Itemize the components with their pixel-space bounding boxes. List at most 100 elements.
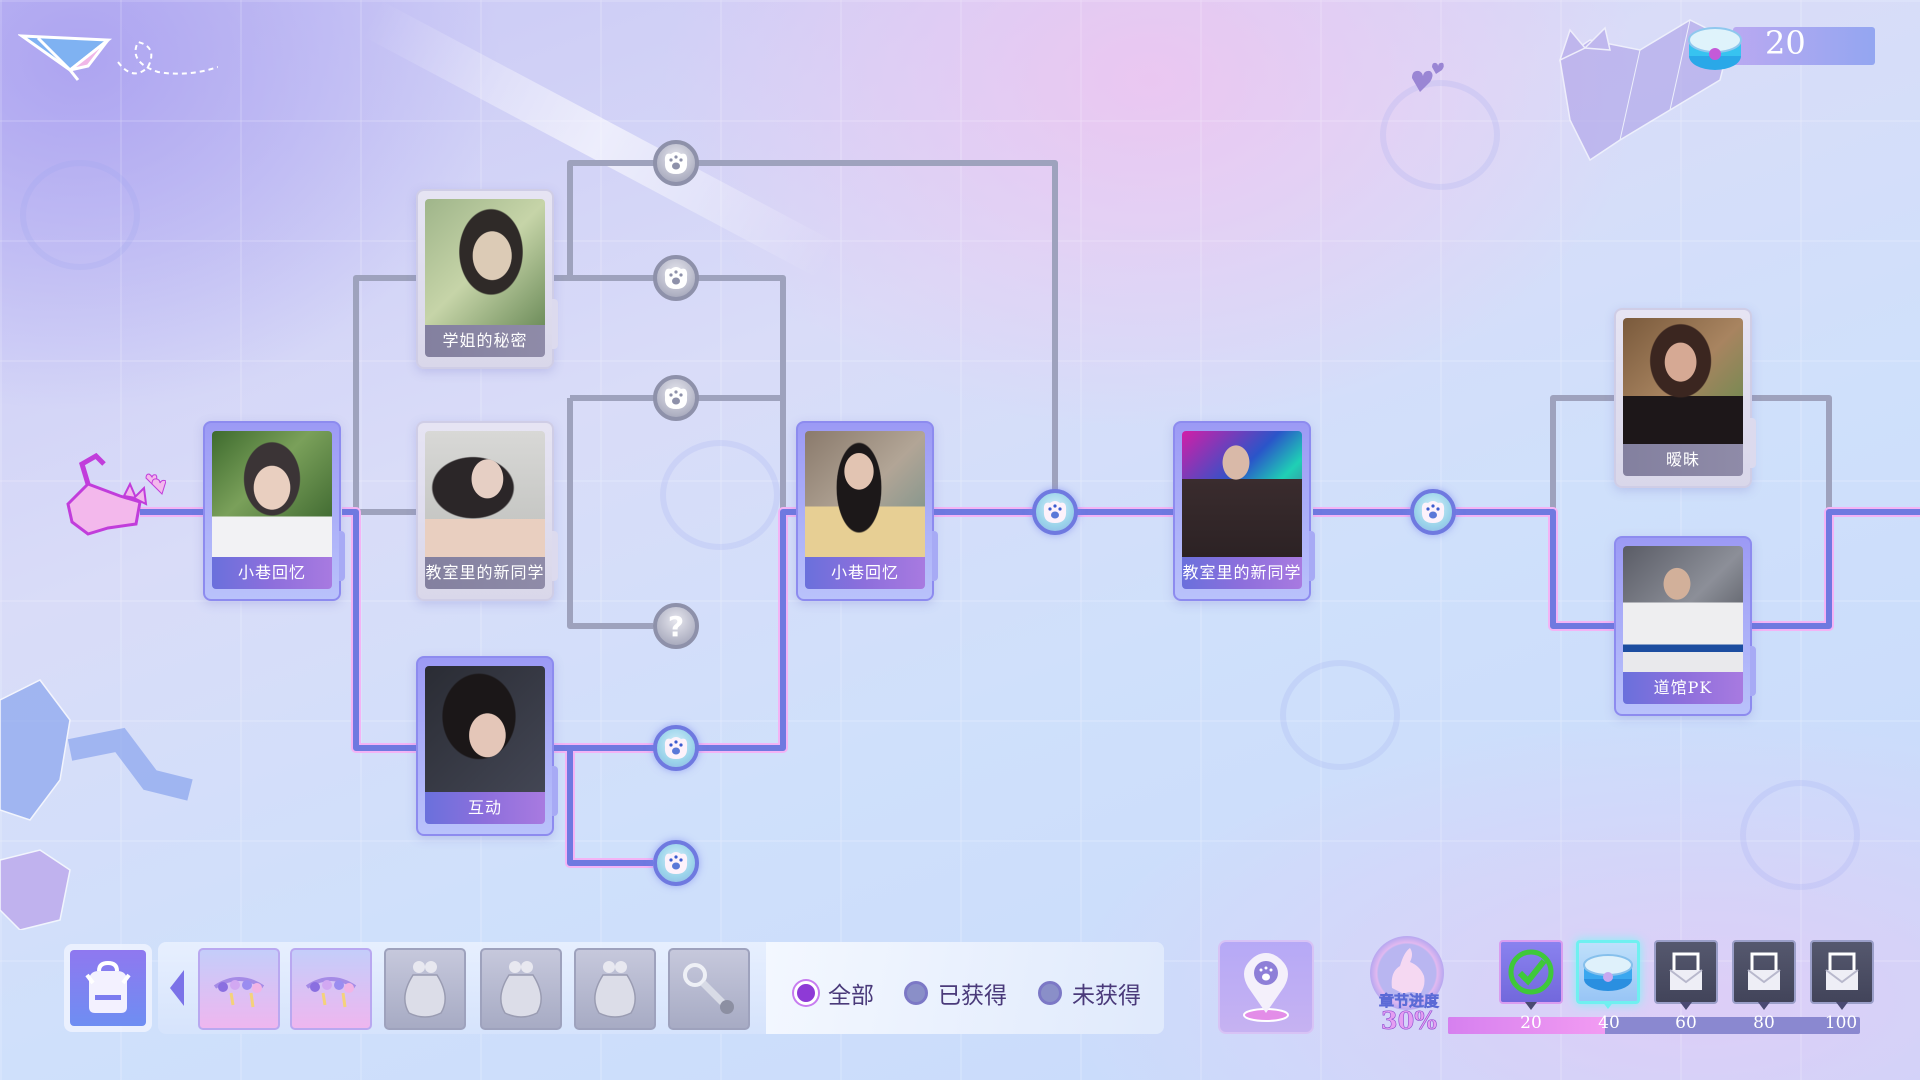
story-card-photo bbox=[805, 431, 925, 557]
radio-dot bbox=[794, 981, 818, 1005]
milestone-reward-20[interactable] bbox=[1499, 940, 1563, 1004]
lock-icon bbox=[1669, 952, 1703, 990]
filter-all-radio[interactable]: 全部 bbox=[794, 976, 874, 1010]
microphone-icon bbox=[683, 963, 734, 1014]
paw-icon bbox=[664, 152, 688, 174]
chapter-progress-bar bbox=[1448, 1017, 1860, 1034]
story-node-locked[interactable] bbox=[653, 140, 699, 186]
cat-food-can-icon bbox=[1583, 954, 1633, 991]
card-tab bbox=[1750, 646, 1756, 696]
card-tab bbox=[552, 766, 558, 816]
milestone-reward-80[interactable] bbox=[1732, 940, 1796, 1004]
lock-icon bbox=[1747, 952, 1781, 990]
milestone-tick-label: 20 bbox=[1520, 1013, 1542, 1033]
story-card-title: 互动 bbox=[425, 792, 545, 824]
paw-icon bbox=[1043, 501, 1067, 523]
currency-value: 20 bbox=[1765, 24, 1806, 62]
chapter-cat-ring-icon bbox=[1370, 936, 1444, 1010]
filter-label: 未获得 bbox=[1072, 983, 1141, 1009]
card-tab bbox=[932, 531, 938, 581]
paw-icon bbox=[664, 387, 688, 409]
story-card-photo bbox=[212, 431, 332, 557]
filter-label: 已获得 bbox=[938, 983, 1007, 1009]
story-card-new-classmate-2[interactable]: 教室里的新同学 bbox=[1173, 421, 1315, 601]
bracelet-icon bbox=[305, 977, 357, 1008]
bracelet-icon bbox=[213, 977, 265, 1008]
story-card-title: 学姐的秘密 bbox=[425, 325, 545, 357]
story-card-title: 教室里的新同学 bbox=[425, 557, 545, 589]
inventory-item-charm-bracelet[interactable] bbox=[198, 948, 280, 1030]
paw-location-pin-icon bbox=[1243, 953, 1289, 1022]
story-card-new-classmate[interactable]: 教室里的新同学 bbox=[416, 421, 558, 601]
story-card-alley-memory-2[interactable]: 小巷回忆 bbox=[796, 421, 938, 601]
story-node-unlocked[interactable] bbox=[1032, 489, 1078, 535]
milestone-reward-40[interactable] bbox=[1576, 940, 1640, 1004]
pouch-icon bbox=[404, 961, 446, 1018]
story-node-unlocked[interactable] bbox=[1410, 489, 1456, 535]
story-card-interaction[interactable]: 互动 bbox=[416, 656, 558, 836]
story-node-locked[interactable] bbox=[653, 375, 699, 421]
filter-unobtained-radio[interactable]: 未获得 bbox=[1038, 976, 1141, 1010]
currency-bar bbox=[1733, 27, 1875, 65]
story-card-title: 暧昧 bbox=[1623, 444, 1743, 476]
milestone-reward-100[interactable] bbox=[1810, 940, 1874, 1004]
story-card-dojo-pk[interactable]: 道馆PK bbox=[1614, 536, 1756, 716]
filter-label: 全部 bbox=[828, 983, 874, 1009]
chapter-progress-percent: 30% bbox=[1380, 1006, 1438, 1036]
story-card-title: 教室里的新同学 bbox=[1182, 557, 1302, 589]
map-location-button[interactable] bbox=[1218, 940, 1314, 1034]
card-tab bbox=[1750, 418, 1756, 468]
story-card-photo bbox=[425, 199, 545, 325]
story-card-alley-memory[interactable]: 小巷回忆 bbox=[203, 421, 345, 601]
paper-plane-icon bbox=[16, 34, 219, 81]
pouch-icon bbox=[594, 961, 636, 1018]
story-card-title: 道馆PK bbox=[1623, 672, 1743, 704]
backpack-button-face bbox=[70, 950, 146, 1026]
story-card-photo bbox=[425, 666, 545, 792]
checkmark-icon bbox=[1508, 949, 1554, 995]
story-card-ambiguous[interactable]: 暧昧 bbox=[1614, 308, 1756, 488]
radio-dot bbox=[1038, 981, 1062, 1005]
milestone-tick-label: 60 bbox=[1675, 1013, 1697, 1033]
filter-obtained-radio[interactable]: 已获得 bbox=[904, 976, 1007, 1010]
background-paw-decoration bbox=[20, 160, 140, 270]
jumping-cat-icon bbox=[1391, 948, 1425, 994]
chapter-progress-fill bbox=[1448, 1017, 1605, 1034]
story-card-senior-secret[interactable]: 学姐的秘密 bbox=[416, 189, 558, 369]
question-icon: ? bbox=[667, 609, 685, 643]
background-paw-decoration bbox=[660, 440, 780, 550]
story-card-title: 小巷回忆 bbox=[805, 557, 925, 589]
hearts-decoration bbox=[1412, 62, 1444, 92]
radio-dot bbox=[904, 981, 928, 1005]
card-tab bbox=[1309, 531, 1315, 581]
story-node-unlocked[interactable] bbox=[653, 840, 699, 886]
cat-food-currency: 20 bbox=[1685, 18, 1875, 76]
milestone-reward-60[interactable] bbox=[1654, 940, 1718, 1004]
inventory-item-microphone[interactable] bbox=[668, 948, 750, 1030]
pouch-icon bbox=[500, 961, 542, 1018]
story-card-photo bbox=[1623, 546, 1743, 672]
story-node-locked[interactable] bbox=[653, 255, 699, 301]
paw-icon bbox=[664, 737, 688, 759]
chapter-progress-title: 章节进度 bbox=[1378, 992, 1440, 1011]
inventory-item-charm-bracelet[interactable] bbox=[290, 948, 372, 1030]
geometric-cat-decoration bbox=[1558, 19, 1731, 162]
backpack-button[interactable] bbox=[64, 944, 152, 1032]
story-card-photo bbox=[425, 431, 545, 557]
story-node-hidden[interactable]: ? bbox=[653, 603, 699, 649]
milestone-tick-label: 100 bbox=[1824, 1013, 1858, 1033]
paper-plane-logo[interactable] bbox=[16, 22, 219, 92]
story-node-unlocked[interactable] bbox=[653, 725, 699, 771]
inventory-item-flower-pouch[interactable] bbox=[384, 948, 466, 1030]
scroll-left-arrow-icon[interactable] bbox=[170, 970, 184, 1006]
corner-cat-decoration bbox=[0, 679, 193, 930]
paw-icon bbox=[664, 852, 688, 874]
card-tab bbox=[339, 531, 345, 581]
inventory-item-flower-pouch[interactable] bbox=[480, 948, 562, 1030]
milestone-tick-label: 80 bbox=[1753, 1013, 1775, 1033]
inventory-filter-panel: 全部 已获得 未获得 bbox=[766, 942, 1164, 1034]
lock-icon bbox=[1825, 952, 1859, 990]
story-card-title: 小巷回忆 bbox=[212, 557, 332, 589]
background-paw-decoration bbox=[1740, 780, 1860, 890]
inventory-item-flower-pouch[interactable] bbox=[574, 948, 656, 1030]
